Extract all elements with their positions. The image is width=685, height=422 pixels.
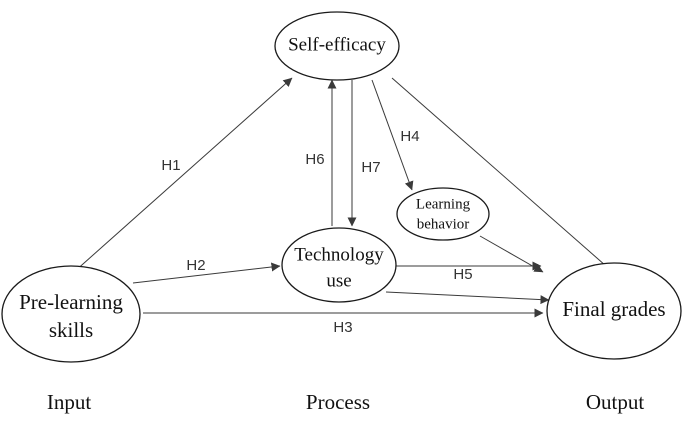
edge-label-h3: H3	[333, 319, 352, 336]
node-technology-use: Technology use	[281, 227, 397, 303]
stage-label-input: Input	[47, 390, 91, 414]
node-pre-learning-skills-label-line2: skills	[49, 318, 93, 342]
edge-label-h4: H4	[400, 128, 419, 145]
edge-h1	[73, 77, 293, 273]
node-final-grades: Final grades	[546, 262, 682, 360]
stage-labels: Input Process Output	[47, 390, 644, 414]
edge-label-h2: H2	[186, 257, 205, 274]
stage-label-output: Output	[586, 390, 645, 414]
edge-label-h7: H7	[361, 159, 380, 176]
edge-label-h1: H1	[161, 157, 180, 174]
edges	[73, 77, 615, 318]
edge-h4	[371, 79, 414, 191]
edge-self-efficacy-final-grades	[391, 77, 615, 274]
edge-technology-use-final-grades	[385, 291, 550, 305]
node-learning-behavior-label-line2: behavior	[417, 216, 469, 232]
node-self-efficacy-label: Self-efficacy	[288, 34, 386, 55]
edge-learning-behavior-final-grades	[479, 235, 544, 273]
edge-labels: H1 H2 H3 H4 H5 H6 H7	[161, 128, 472, 336]
node-learning-behavior-label-line1: Learning	[416, 196, 471, 212]
node-learning-behavior: Learning behavior	[396, 187, 490, 241]
node-self-efficacy: Self-efficacy	[274, 11, 400, 81]
node-technology-use-label-line2: use	[326, 270, 351, 291]
stage-label-process: Process	[306, 390, 370, 414]
node-pre-learning-skills-label-line1: Pre-learning	[19, 290, 123, 314]
node-pre-learning-skills: Pre-learning skills	[1, 265, 141, 363]
edge-label-h6: H6	[305, 151, 324, 168]
edge-label-h5: H5	[453, 266, 472, 283]
edge-h2	[132, 262, 281, 284]
node-technology-use-label-line1: Technology	[294, 244, 384, 265]
node-final-grades-label: Final grades	[562, 297, 665, 321]
